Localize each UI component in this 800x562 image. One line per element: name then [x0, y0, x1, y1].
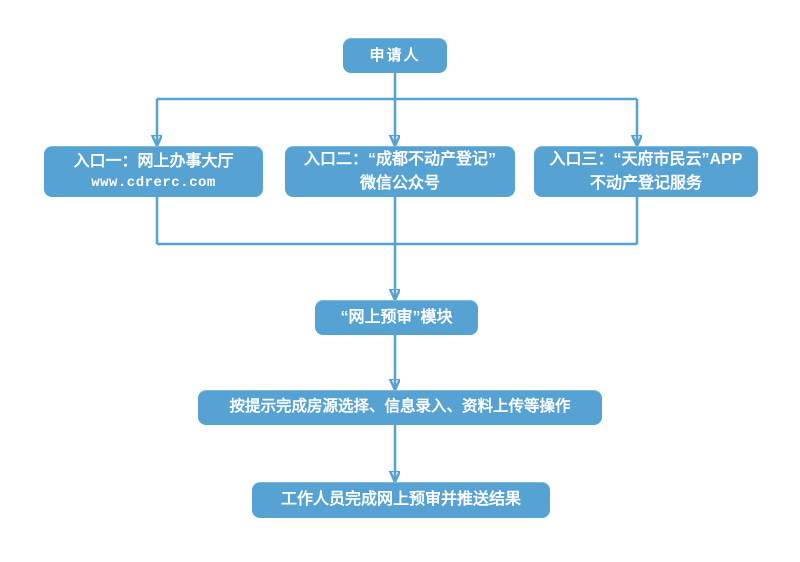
node-entry2-subtitle: 微信公众号: [359, 174, 440, 192]
node-online-preview-module: “网上预审”模块: [315, 300, 478, 335]
node-step-label: 按提示完成房源选择、信息录入、资料上传等操作: [229, 398, 571, 416]
node-result-push: 工作人员完成网上预审并推送结果: [252, 482, 550, 518]
node-operations-step: 按提示完成房源选择、信息录入、资料上传等操作: [198, 390, 602, 425]
node-entry3-subtitle: 不动产登记服务: [589, 174, 702, 192]
node-entry1-url: www.cdrerc.com: [91, 174, 216, 191]
node-applicant-label: 申请人: [369, 46, 421, 64]
node-entry3-app: 入口三：“天府市民云”APP 不动产登记服务: [534, 146, 758, 197]
node-entry1-online-hall: 入口一：网上办事大厅 www.cdrerc.com: [44, 146, 263, 197]
node-entry2-title: 入口二：“成都不动产登记”: [303, 151, 496, 169]
node-entry2-wechat: 入口二：“成都不动产登记” 微信公众号: [285, 146, 515, 197]
node-entry3-title: 入口三：“天府市民云”APP: [549, 151, 743, 169]
node-entry1-title: 入口一：网上办事大厅: [73, 152, 234, 170]
node-result-label: 工作人员完成网上预审并推送结果: [280, 491, 521, 509]
node-module-label: “网上预审”模块: [340, 308, 453, 326]
node-applicant: 申请人: [343, 38, 447, 73]
